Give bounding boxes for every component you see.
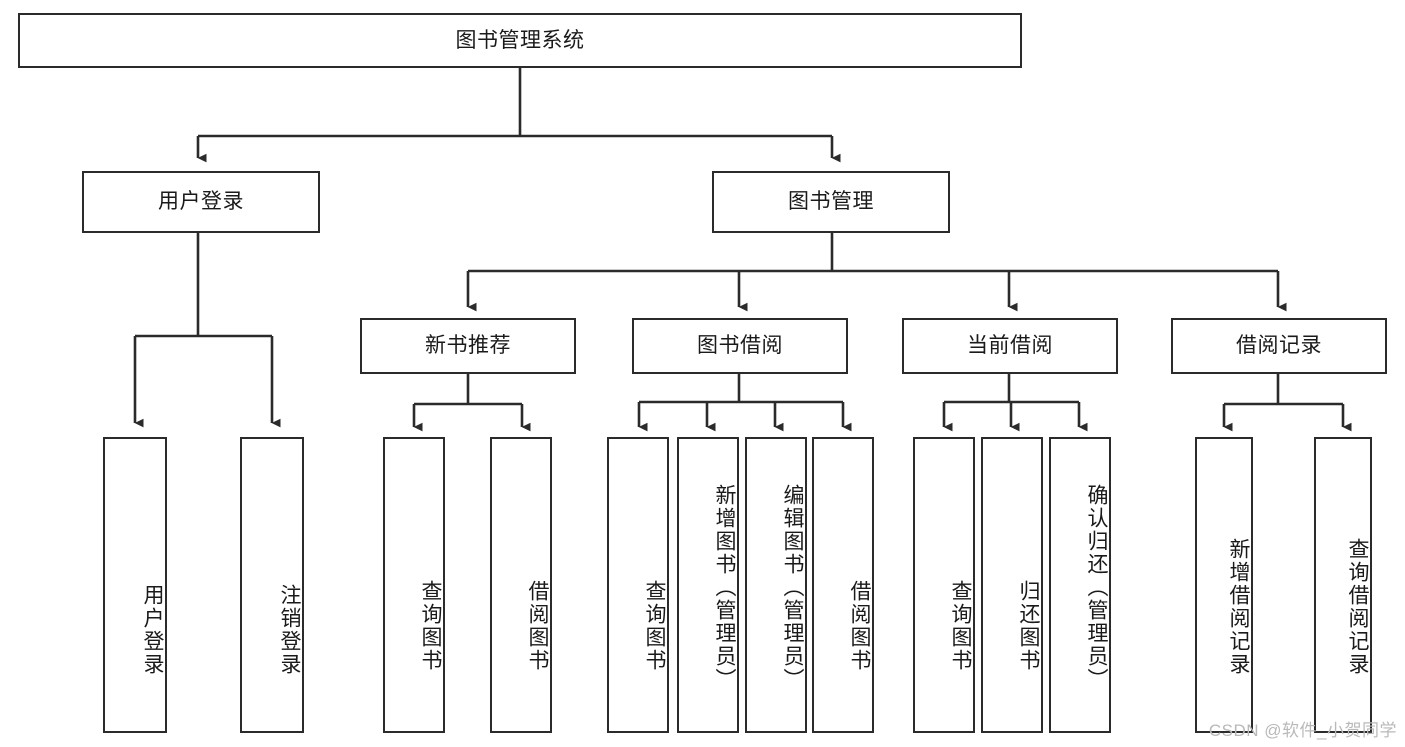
leaf-add-record[interactable]: 新增借阅记录 (1195, 437, 1253, 733)
node-book-manage-label: 图书管理 (788, 190, 874, 214)
leaf-return-book-label: 归还图书 (1017, 580, 1040, 672)
leaf-user-logout[interactable]: 注销登录 (240, 437, 304, 733)
leaf-add-book-label: 新增图书（管理员） (713, 483, 736, 691)
leaf-add-book[interactable]: 新增图书（管理员） (677, 437, 739, 733)
node-user-login-label: 用户登录 (158, 190, 244, 214)
leaf-edit-book-label: 编辑图书（管理员） (781, 483, 804, 691)
leaf-query-book-3-label: 查询图书 (949, 580, 972, 672)
node-book-borrow[interactable]: 图书借阅 (632, 318, 848, 374)
leaf-query-record[interactable]: 查询借阅记录 (1314, 437, 1372, 733)
leaf-query-book-3[interactable]: 查询图书 (913, 437, 975, 733)
leaf-borrow-book-2-label: 借阅图书 (848, 580, 871, 672)
leaf-borrow-book-2[interactable]: 借阅图书 (812, 437, 874, 733)
leaf-add-record-label: 新增借阅记录 (1227, 538, 1250, 676)
leaf-borrow-book-1[interactable]: 借阅图书 (490, 437, 552, 733)
node-root[interactable]: 图书管理系统 (18, 13, 1022, 68)
leaf-user-login-label: 用户登录 (141, 584, 164, 676)
leaf-query-book-1-label: 查询图书 (419, 580, 442, 672)
node-new-book-recommend[interactable]: 新书推荐 (360, 318, 576, 374)
node-borrow-record[interactable]: 借阅记录 (1171, 318, 1387, 374)
leaf-user-logout-label: 注销登录 (278, 584, 301, 676)
leaf-query-book-2-label: 查询图书 (643, 580, 666, 672)
node-book-borrow-label: 图书借阅 (697, 334, 783, 358)
leaf-return-book[interactable]: 归还图书 (981, 437, 1043, 733)
node-borrow-record-label: 借阅记录 (1236, 334, 1322, 358)
leaf-confirm-return[interactable]: 确认归还（管理员） (1049, 437, 1111, 733)
leaf-user-login[interactable]: 用户登录 (103, 437, 167, 733)
node-book-manage[interactable]: 图书管理 (712, 171, 950, 233)
csdn-watermark: CSDN @软件_小贺同学 (1208, 721, 1397, 740)
node-root-label: 图书管理系统 (455, 28, 585, 52)
leaf-query-book-2[interactable]: 查询图书 (607, 437, 669, 733)
node-user-login[interactable]: 用户登录 (82, 171, 320, 233)
leaf-query-book-1[interactable]: 查询图书 (383, 437, 445, 733)
leaf-borrow-book-1-label: 借阅图书 (526, 580, 549, 672)
leaf-edit-book[interactable]: 编辑图书（管理员） (745, 437, 807, 733)
leaf-query-record-label: 查询借阅记录 (1346, 538, 1369, 676)
node-current-borrow[interactable]: 当前借阅 (902, 318, 1118, 374)
leaf-confirm-return-label: 确认归还（管理员） (1085, 483, 1108, 691)
node-current-borrow-label: 当前借阅 (967, 334, 1053, 358)
node-new-book-recommend-label: 新书推荐 (425, 334, 511, 358)
